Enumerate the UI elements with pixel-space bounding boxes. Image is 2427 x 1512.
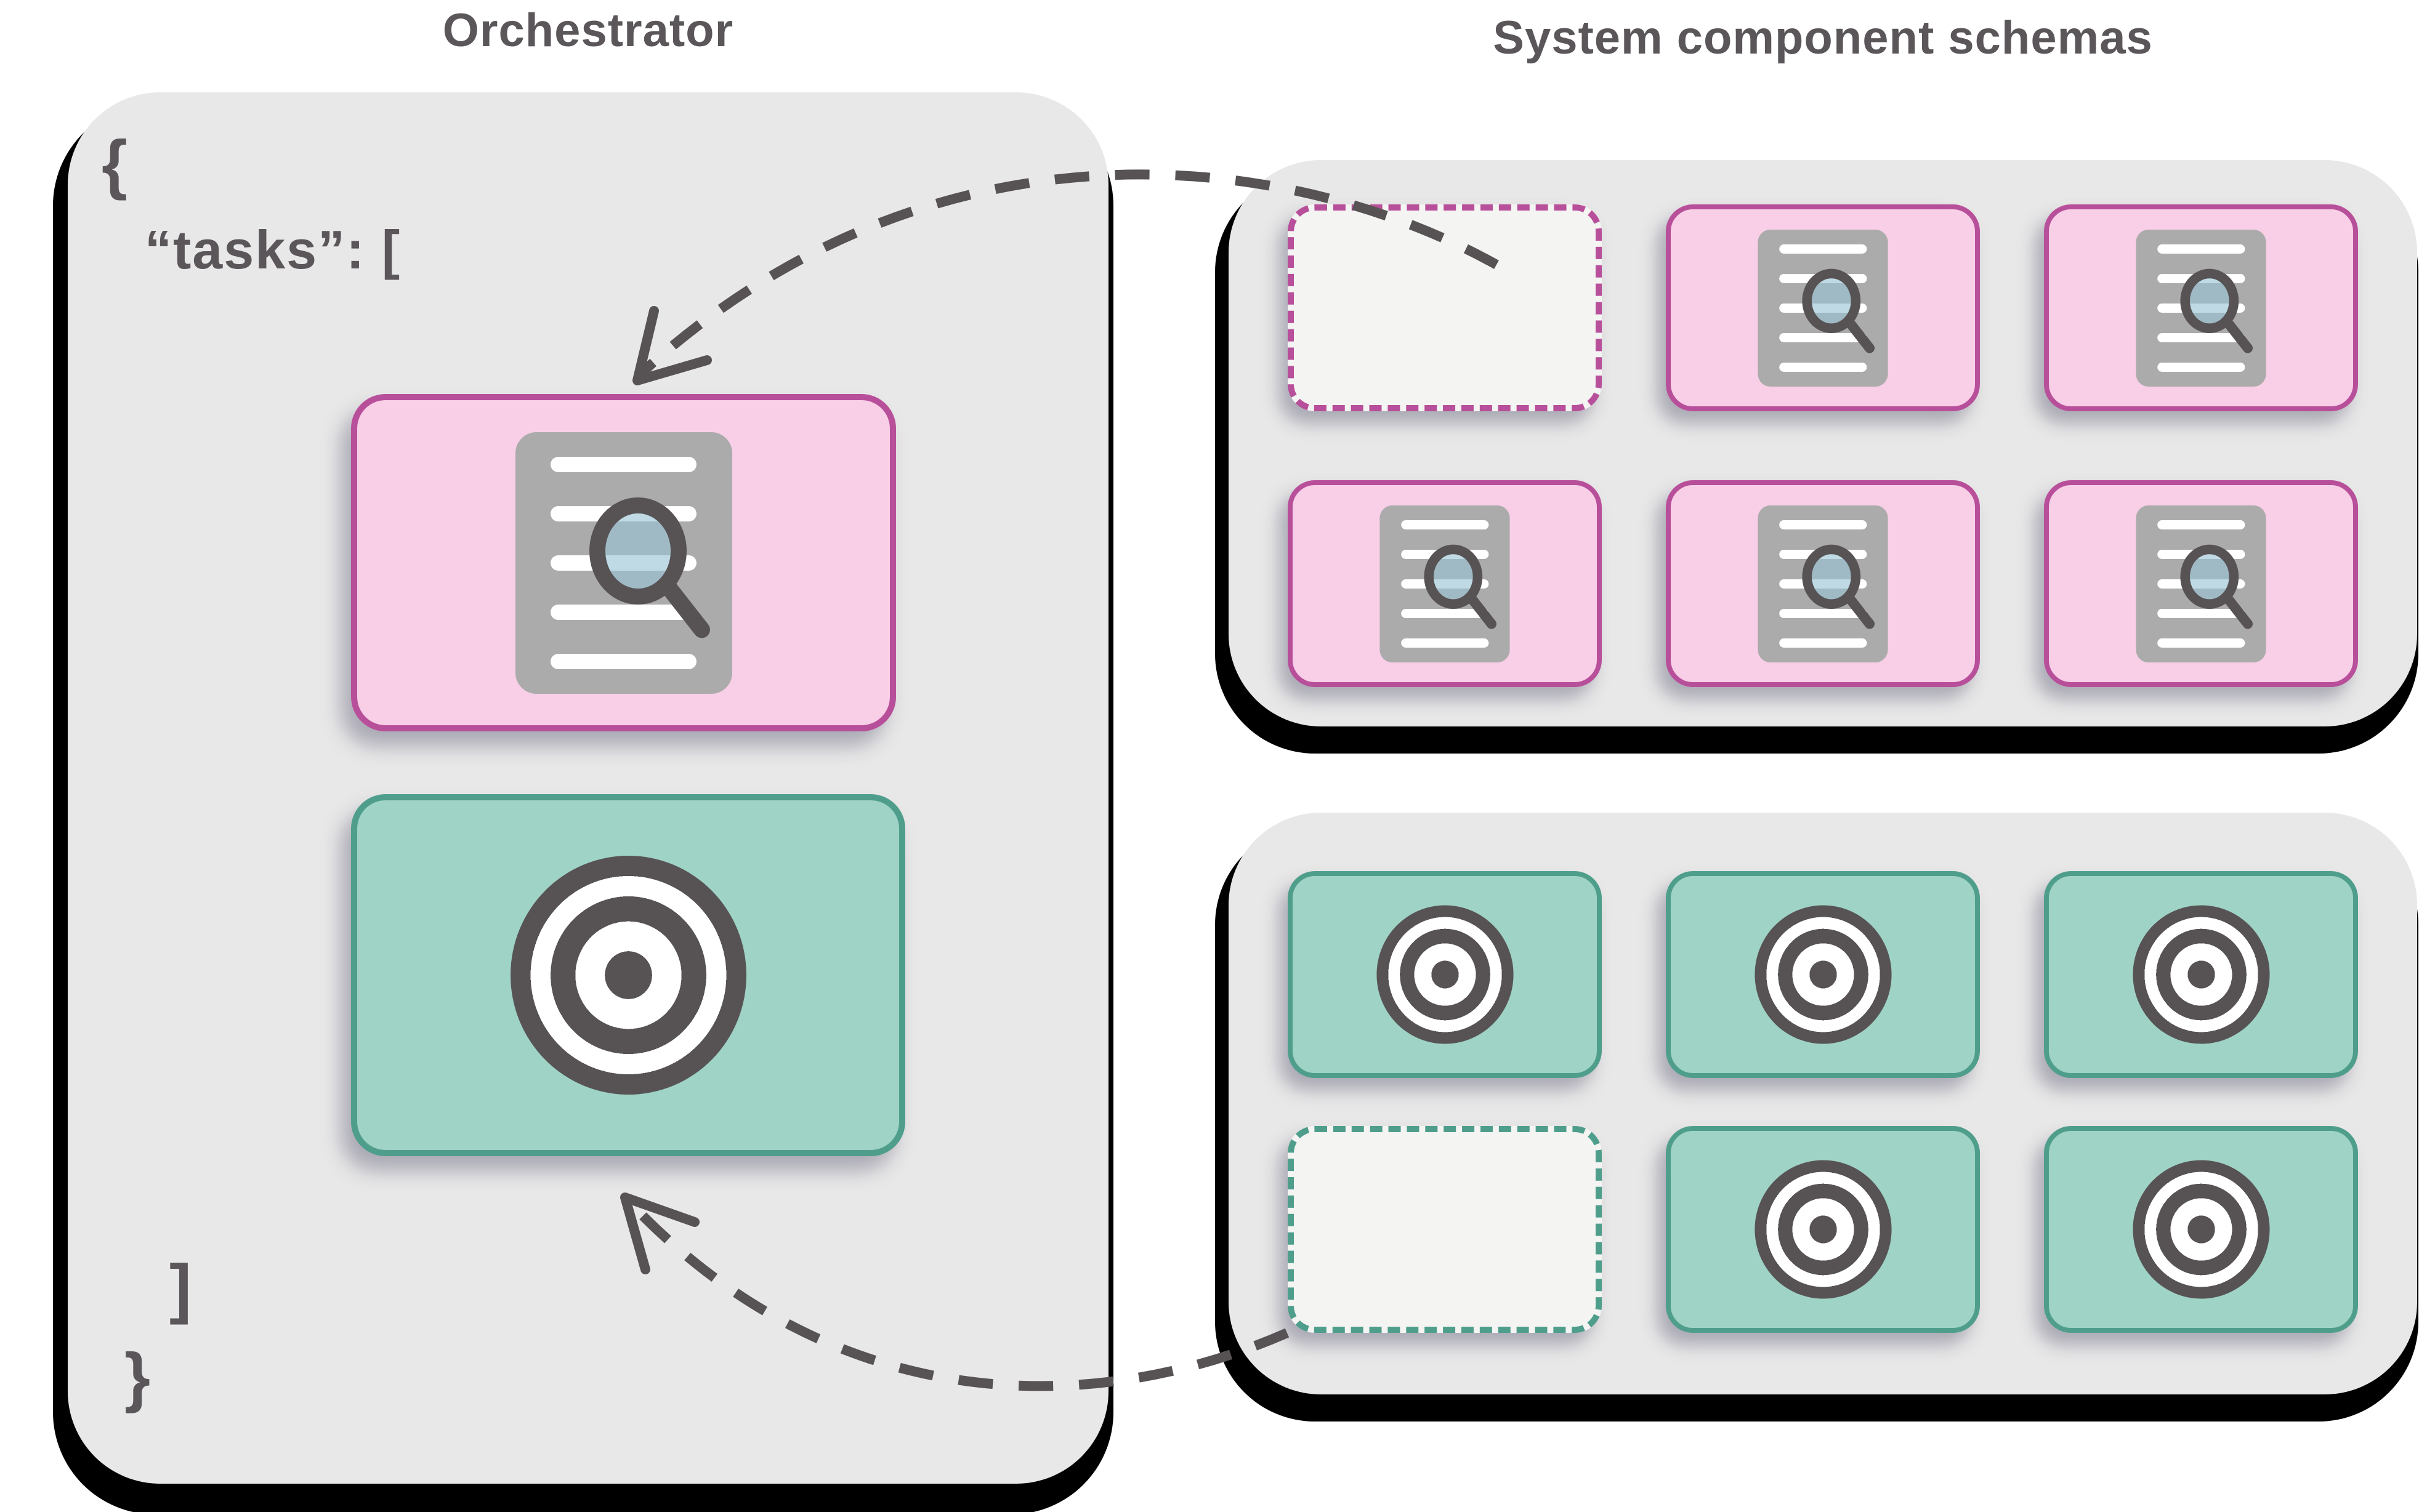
doc-text-line: [1400, 520, 1489, 529]
schema-card-document-search: [1666, 204, 1980, 411]
doc-text-line: [1779, 244, 1867, 254]
json-close-brace: }: [124, 1339, 151, 1413]
target-schema-panel: [1229, 813, 2417, 1394]
doc-text-line: [2157, 362, 2245, 372]
magnifier-icon: [2180, 268, 2255, 355]
doc-text-line: [1400, 608, 1489, 618]
doc-text-line: [551, 653, 697, 669]
doc-text-line: [551, 604, 697, 620]
orchestrator-title: Orchestrator: [442, 4, 734, 57]
schema-card-target: [1666, 1126, 1980, 1333]
schema-card-document-search: [2044, 480, 2358, 687]
document-search-icon: [1758, 229, 1888, 387]
magnifier-icon: [1802, 544, 1877, 631]
doc-text-line: [1779, 638, 1867, 648]
magnifier-icon: [1802, 268, 1877, 355]
schema-card-target: [1666, 871, 1980, 1078]
doc-text-line: [551, 456, 697, 472]
schema-card-target: [2044, 1126, 2358, 1333]
magnifier-icon: [1424, 544, 1499, 631]
doc-text-line: [1779, 608, 1867, 618]
retrieval-schema-panel: [1229, 160, 2417, 726]
document-search-icon: [515, 432, 732, 694]
target-icon: [2132, 1160, 2270, 1299]
doc-text-line: [2157, 638, 2245, 648]
schemas-title: System component schemas: [1493, 12, 2153, 64]
document-search-icon: [1379, 505, 1510, 662]
retrieval-schema-grid: [1229, 160, 2417, 687]
schema-card-placeholder: [1288, 204, 1602, 411]
doc-text-line: [2157, 244, 2245, 254]
doc-text-line: [1400, 638, 1489, 648]
document-search-icon: [1758, 505, 1888, 662]
target-icon: [510, 856, 746, 1095]
magnifier-icon: [2180, 544, 2255, 631]
doc-text-line: [1779, 332, 1867, 342]
document-search-icon: [2136, 229, 2266, 387]
doc-text-line: [2157, 520, 2245, 529]
json-tasks-key: “tasks”: [: [145, 219, 402, 280]
schema-card-document-search: [1288, 480, 1602, 687]
doc-text-line: [2157, 332, 2245, 342]
orchestrator-panel: { “tasks”: [ ] }: [68, 92, 1109, 1484]
target-icon: [1376, 905, 1514, 1044]
orchestrator-task-list: [351, 394, 905, 1156]
target-icon: [1754, 1160, 1892, 1299]
magnifier-icon: [589, 497, 713, 641]
doc-text-line: [1779, 520, 1867, 529]
json-open-brace: {: [102, 126, 128, 201]
document-search-icon: [2136, 505, 2266, 662]
doc-text-line: [2157, 608, 2245, 618]
json-close-bracket: ]: [169, 1250, 192, 1325]
schema-card-document-search: [351, 394, 896, 731]
schema-card-placeholder: [1288, 1126, 1602, 1333]
schema-card-target: [1288, 871, 1602, 1078]
schema-card-target: [2044, 871, 2358, 1078]
target-schema-grid: [1229, 813, 2417, 1333]
schema-card-target: [351, 794, 905, 1156]
target-icon: [1754, 905, 1892, 1044]
schema-card-document-search: [1666, 480, 1980, 687]
doc-text-line: [1779, 362, 1867, 372]
schema-card-document-search: [2044, 204, 2358, 411]
target-icon: [2132, 905, 2270, 1044]
